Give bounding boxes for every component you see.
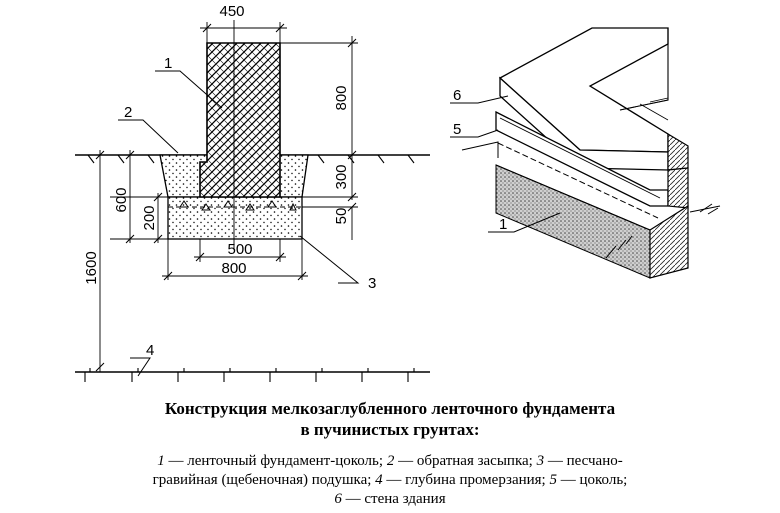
dim-inner-500: 500 [227, 241, 252, 258]
legend-line-3: 6 — стена здания [0, 490, 780, 509]
iso-callouts [450, 95, 561, 233]
iso-soil-ticks [605, 203, 721, 259]
foundation-wall [199, 42, 281, 198]
legend-text: — обратная засыпка; [394, 453, 537, 469]
caption-title: Конструкция мелкозаглубленного ленточног… [0, 398, 780, 440]
section-callouts [118, 70, 360, 377]
freezing-ticks [84, 368, 415, 382]
caption-title-line2: в пучинистых грунтах: [300, 420, 480, 439]
legend-number: 2 [386, 453, 395, 469]
cross-section: 450 800 300 50 600 200 500 800 [75, 3, 430, 382]
iso-foundation-end [649, 204, 689, 279]
foundation-drawing: 450 800 300 50 600 200 500 800 [75, 3, 721, 382]
legend-number: 3 [536, 453, 545, 469]
legend-text: — стена здания [341, 491, 446, 507]
legend-number: 6 [334, 491, 342, 507]
iso-ground-line [461, 141, 499, 158]
dim-layer-300: 300 [333, 164, 350, 189]
iso-wall-end [667, 132, 689, 171]
dim-layer-50: 50 [333, 208, 350, 225]
iso-callout-6: 6 [453, 87, 461, 104]
legend-text: — цоколь; [556, 472, 628, 488]
callout-3: 3 [368, 275, 376, 292]
iso-ground-dash [497, 142, 659, 219]
legend-number: 4 [375, 472, 383, 488]
dim-freeze-1600: 1600 [83, 251, 100, 284]
isometric-view: 6 5 1 [450, 27, 721, 279]
ground-ticks [87, 154, 415, 164]
legend-text: гравийная (щебеночная) подушка; [152, 472, 376, 488]
legend-number: 5 [549, 472, 557, 488]
iso-callout-5: 5 [453, 121, 461, 138]
callout-4: 4 [146, 342, 154, 359]
callout-1: 1 [164, 55, 172, 72]
dim-wall-height: 800 [333, 85, 350, 110]
legend-line-2: гравийная (щебеночная) подушка; 4 — глуб… [0, 471, 780, 490]
caption-legend: 1 — ленточный фундамент-цоколь; 2 — обра… [0, 452, 780, 509]
iso-callout-1: 1 [499, 216, 507, 233]
iso-back-wall-lines [619, 97, 669, 121]
caption-title-line1: Конструкция мелкозаглубленного ленточног… [164, 399, 616, 418]
legend-text: — глубина промерзания; [382, 472, 550, 488]
dim-depth-600: 600 [113, 187, 130, 212]
legend-text: — песчано- [544, 453, 623, 469]
gravel-triangles [179, 200, 297, 211]
dim-wall-width: 450 [219, 3, 244, 20]
legend-number: 1 [157, 453, 165, 469]
legend-line-1: 1 — ленточный фундамент-цоколь; 2 — обра… [0, 452, 780, 471]
dim-base-800: 800 [221, 260, 246, 277]
callout-2: 2 [124, 104, 132, 121]
gravel-cushion [167, 196, 303, 240]
legend-text: — ленточный фундамент-цоколь; [164, 453, 387, 469]
iso-plinth-end [667, 167, 689, 209]
dim-depth-200: 200 [141, 205, 158, 230]
